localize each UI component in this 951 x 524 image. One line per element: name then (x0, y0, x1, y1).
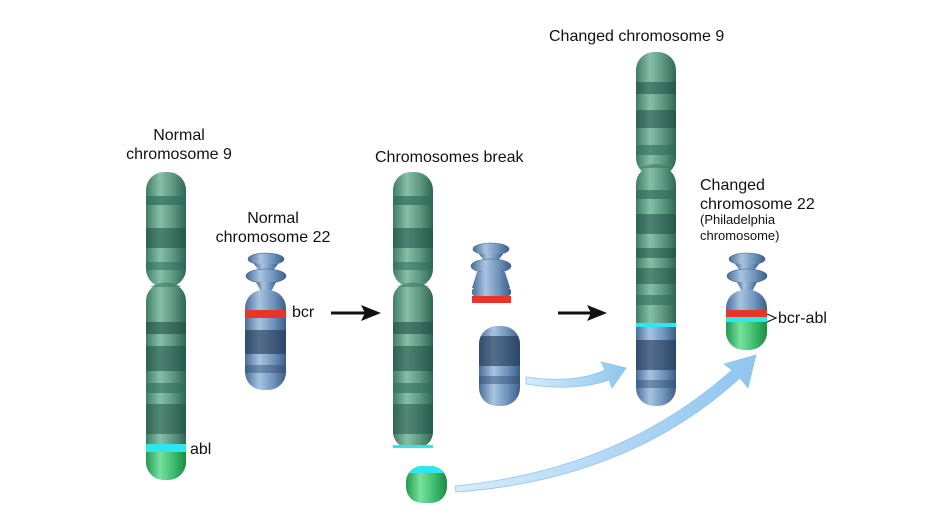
label-bcr: bcr (292, 304, 315, 321)
abl-fragment (406, 466, 447, 503)
right-arrow-icon (558, 305, 607, 321)
breaking-chromosome-22-bottom (479, 326, 520, 406)
right-arrow-icon (331, 305, 381, 321)
changed-chromosome-22 (726, 252, 778, 350)
curved-arrow-icon (525, 361, 627, 389)
label-normal-chromosome-22: Normal chromosome 22 (215, 210, 331, 246)
curved-arrow-icon (454, 354, 757, 493)
normal-chromosome-9 (146, 172, 186, 480)
label-normal-chromosome-9: Normal chromosome 9 (126, 127, 232, 163)
breaking-chromosome-22-top (470, 242, 512, 303)
label-chromosomes-break: Chromosomes break (375, 149, 524, 166)
label-abl: abl (190, 441, 212, 458)
changed-chromosome-9 (636, 52, 676, 406)
label-changed-chromosome-9: Changed chromosome 9 (549, 28, 725, 45)
label-changed-chromosome-22: Changed chromosome 22 (700, 177, 815, 213)
normal-chromosome-22 (245, 252, 287, 390)
breaking-chromosome-9 (393, 172, 433, 448)
label-bcr-abl: bcr-abl (778, 310, 827, 327)
label-philadelphia-chromosome: (Philadelphia chromosome) (700, 212, 780, 243)
